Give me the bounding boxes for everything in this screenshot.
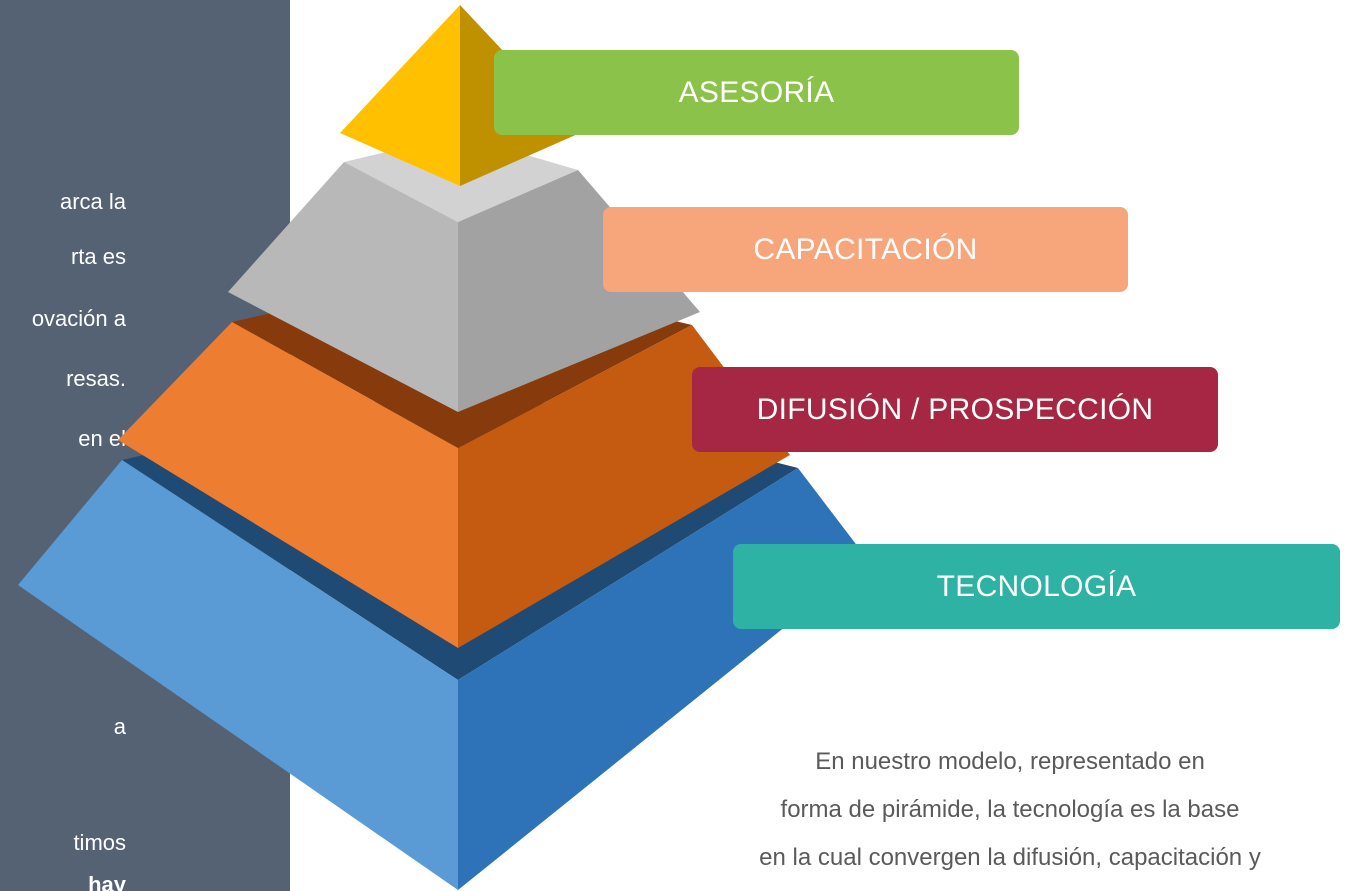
side-text-line: ovación a xyxy=(31,306,126,331)
side-text-line-bold: hay xyxy=(88,872,126,891)
side-text-line: arca la xyxy=(59,189,126,214)
side-text-line: rta es xyxy=(70,244,126,269)
label-asesoria: ASESORÍA xyxy=(494,50,1019,135)
tier-asesoria-left-face xyxy=(340,5,460,186)
tier-capacitacion-right-face xyxy=(458,170,700,412)
tier-difusion-left-face xyxy=(118,322,458,648)
side-text-line: a xyxy=(113,714,126,739)
description-line: En nuestro modelo, representado en xyxy=(815,748,1205,775)
description-line: en la cual convergen la difusión, capaci… xyxy=(759,844,1261,871)
description-line: forma de pirámide, la tecnología es la b… xyxy=(780,796,1240,823)
side-text-line: en el xyxy=(78,426,126,451)
side-text-line: timos xyxy=(73,830,126,855)
label-tecnologia: TECNOLOGÍA xyxy=(733,544,1340,629)
tier-tecnologia-left-face xyxy=(18,460,458,890)
model-description: En nuestro modelo, representado en forma… xyxy=(640,738,1352,882)
label-capacitacion: CAPACITACIÓN xyxy=(603,207,1128,292)
label-difusion-prospeccion: DIFUSIÓN / PROSPECCIÓN xyxy=(692,367,1218,452)
side-text-line: resas. xyxy=(66,366,126,391)
tier-capacitacion-left-face xyxy=(228,162,458,412)
